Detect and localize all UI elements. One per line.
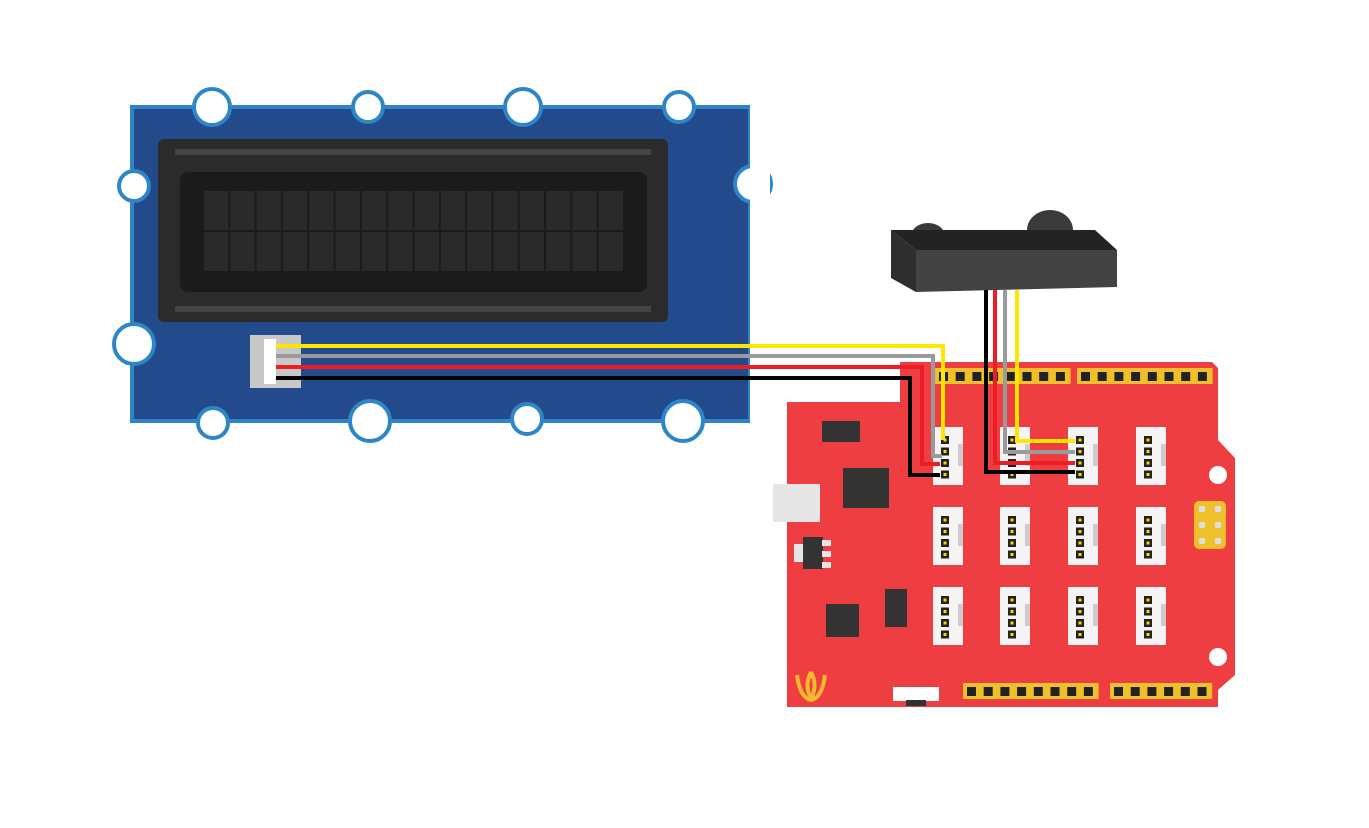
- header-pin: [1197, 372, 1207, 381]
- header-pin: [1033, 687, 1043, 696]
- lcd-cell: [572, 232, 597, 271]
- lcd-cell: [572, 191, 597, 230]
- header-pin: [1083, 687, 1093, 696]
- ir-distance-sensor: [891, 210, 1117, 292]
- grove-port: [1136, 427, 1166, 485]
- lcd-cell: [598, 232, 623, 271]
- lcd-cell: [335, 191, 360, 230]
- header-pin: [1000, 687, 1010, 696]
- grove-port: [1136, 587, 1166, 645]
- header-pin: [1017, 687, 1027, 696]
- header-pin: [967, 687, 976, 696]
- header-pin: [1181, 372, 1191, 381]
- grove-port: [933, 587, 963, 645]
- lcd-cell: [519, 232, 545, 271]
- lcd-wire-yellow: [276, 344, 945, 440]
- pin-headers: [935, 368, 1213, 699]
- lcd-cell: [282, 232, 308, 271]
- header-pin: [1081, 372, 1090, 381]
- lcd-wire-black: [276, 376, 940, 477]
- header-pin: [1180, 687, 1190, 696]
- lcd-cell: [467, 191, 492, 230]
- lcd-cell: [309, 232, 334, 271]
- lcd-cell: [388, 232, 413, 271]
- header-pin: [1164, 687, 1174, 696]
- lcd-cell: [361, 232, 387, 271]
- header-pin: [1147, 687, 1157, 696]
- sensor-wire-black: [984, 290, 1075, 474]
- lcd-cell: [361, 191, 387, 230]
- header-pin: [1197, 687, 1207, 696]
- lcd-cell: [519, 191, 545, 230]
- header-pin: [1164, 372, 1174, 381]
- header-pin: [983, 687, 993, 696]
- usb-port: [773, 484, 820, 522]
- lcd-cell: [282, 191, 308, 230]
- lcd-wire-gray: [276, 354, 942, 458]
- grove-port: [1068, 507, 1098, 565]
- lcd-cell: [440, 232, 466, 271]
- header-pin: [1114, 372, 1124, 381]
- grove-port: [1000, 507, 1030, 565]
- lcd-character-cells: [204, 191, 623, 271]
- header-pin: [1147, 372, 1157, 381]
- lcd-cell: [493, 191, 518, 230]
- lcd-wire-red: [276, 365, 940, 466]
- header-pin: [1114, 687, 1123, 696]
- lcd-cell: [598, 191, 623, 230]
- lcd-cell: [493, 232, 518, 271]
- header-pin: [1130, 687, 1140, 696]
- lcd-cell: [546, 232, 571, 271]
- lcd-cell: [230, 191, 255, 230]
- lcd-cell: [256, 191, 281, 230]
- header-pin: [1022, 372, 1032, 381]
- grove-ports: [933, 427, 1166, 645]
- grove-port: [1000, 587, 1030, 645]
- grove-port: [933, 507, 963, 565]
- icsp-header: [1194, 501, 1226, 549]
- brand-logo-icon: [795, 671, 827, 703]
- lcd-cell: [204, 191, 229, 230]
- header-pin: [1131, 372, 1141, 381]
- header-pin: [1055, 372, 1065, 381]
- reset-button: [893, 687, 939, 701]
- lcd-cell: [414, 232, 439, 271]
- lcd-cell: [388, 191, 413, 230]
- lcd-cell: [256, 232, 281, 271]
- header-pin: [955, 372, 965, 381]
- lcd-cell: [204, 232, 229, 271]
- grove-port: [1068, 427, 1098, 485]
- sensor-wire-gray: [1003, 290, 1075, 454]
- header-pin: [972, 372, 982, 381]
- lcd-cell: [335, 232, 360, 271]
- grove-port: [1068, 587, 1098, 645]
- header-pin: [1039, 372, 1049, 381]
- grove-port: [1136, 507, 1166, 565]
- lcd-module: [112, 87, 773, 443]
- lcd-cell: [414, 191, 439, 230]
- sensor-wire-yellow: [1015, 290, 1075, 443]
- lcd-cell: [309, 191, 334, 230]
- header-pin: [1050, 687, 1060, 696]
- header-pin: [1097, 372, 1107, 381]
- base-shield: [773, 362, 1235, 707]
- lcd-cell: [230, 232, 255, 271]
- lcd-cell: [440, 191, 466, 230]
- header-pin: [1067, 687, 1077, 696]
- lcd-grove-connector: [250, 335, 301, 388]
- lcd-cell: [467, 232, 492, 271]
- lcd-cell: [546, 191, 571, 230]
- header-pin: [1005, 372, 1015, 381]
- sensor-wire-red: [993, 290, 1075, 465]
- wires: [276, 290, 1075, 477]
